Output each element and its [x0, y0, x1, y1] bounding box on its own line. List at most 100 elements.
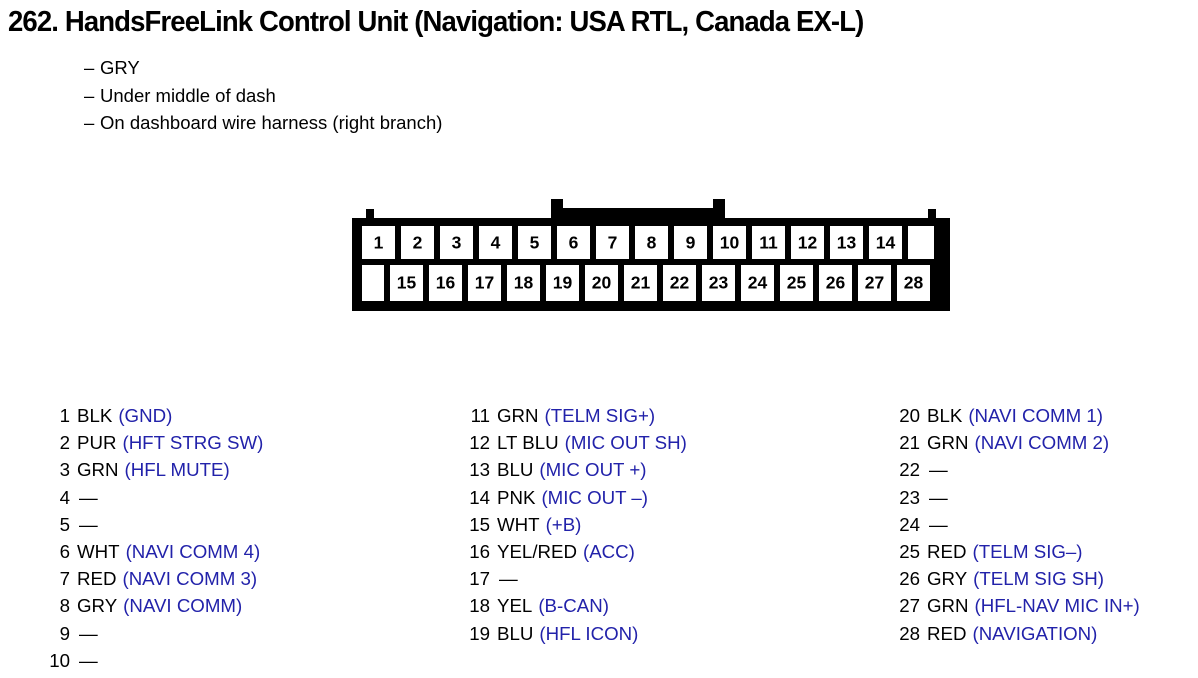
- pin-unused-marker: —: [79, 486, 98, 508]
- pin-label: 11: [759, 233, 778, 253]
- pin-number: 6: [59, 540, 70, 562]
- pin-wire-color: LT BLU: [497, 432, 559, 454]
- subtitle-list: –GRY –Under middle of dash –On dashboard…: [84, 54, 442, 137]
- pin-label: 25: [787, 273, 807, 293]
- pin-wire-color: PUR: [77, 432, 117, 454]
- pin-wire-color: GRN: [927, 595, 969, 617]
- pin-number: 17: [469, 568, 490, 590]
- pin-list-row: 4—: [44, 484, 263, 511]
- pin-label: 17: [475, 273, 494, 293]
- pin-signal-name: (B-CAN): [538, 595, 609, 617]
- pin-signal-name: (HFL-NAV MIC IN+): [974, 595, 1140, 617]
- subtitle-item: –On dashboard wire harness (right branch…: [84, 109, 442, 137]
- pin-label: 18: [514, 273, 534, 293]
- pin-number: 11: [470, 405, 490, 426]
- connector-top-row-labels: 1 2 3 4 5 6 7 8 9 10 11 12 13 14: [374, 233, 896, 253]
- connector-bottom-row-labels: 15 16 17 18 19 20 21 22 23 24 25 26 27 2…: [397, 273, 924, 293]
- pin-label: 24: [748, 273, 768, 293]
- pin-signal-name: (NAVI COMM 2): [974, 432, 1110, 454]
- pin-number: 4: [59, 486, 70, 508]
- connector-latch-tab: [551, 199, 725, 218]
- pin-unused-marker: —: [929, 513, 948, 535]
- pin-number: 14: [469, 486, 490, 508]
- bullet-dash: –: [84, 112, 95, 133]
- pin-label: 23: [709, 273, 729, 293]
- pin-list-row: 22—: [894, 456, 1140, 483]
- subtitle-item: –GRY: [84, 54, 442, 82]
- pin-signal-name: (MIC OUT +): [539, 459, 647, 481]
- pin-label: 7: [608, 233, 618, 253]
- pin-label: 13: [837, 233, 857, 253]
- pin-label: 15: [397, 273, 417, 293]
- pin-signal-name: (TELM SIG SH): [973, 568, 1104, 590]
- pin-signal-name: (MIC OUT SH): [564, 432, 687, 454]
- pin-unused-marker: —: [929, 459, 948, 481]
- pin-unused-marker: —: [929, 486, 948, 508]
- connector-pinout-diagram: 1 2 3 4 5 6 7 8 9 10 11 12 13 14 15 16 1…: [352, 199, 950, 311]
- pin-label: 16: [436, 273, 456, 293]
- pin-list-row: 10—: [44, 647, 263, 674]
- pin-label: 4: [491, 233, 501, 253]
- pin-number: 10: [49, 649, 70, 671]
- pin-label: 20: [592, 273, 612, 293]
- pin-list-row: 9—: [44, 620, 263, 647]
- pin-signal-name: (TELM SIG+): [544, 405, 656, 426]
- pin-signal-name: (NAVI COMM 4): [125, 540, 261, 562]
- pin-wire-color: PNK: [497, 486, 536, 508]
- pin-wire-color: YEL: [497, 595, 533, 617]
- pin-list-row: 11 GRN(TELM SIG+): [464, 402, 687, 429]
- pin-number: 25: [899, 540, 920, 562]
- pin-number: 27: [899, 595, 920, 617]
- pin-number: 3: [59, 459, 70, 481]
- pin-label: 27: [865, 273, 884, 293]
- pin-wire-color: BLU: [497, 622, 534, 644]
- bullet-dash: –: [84, 57, 95, 78]
- pin-number: 12: [469, 432, 490, 454]
- subtitle-text: GRY: [100, 57, 140, 78]
- pin-number: 1: [59, 405, 70, 426]
- pin-number: 23: [899, 486, 920, 508]
- pin-list-row: 3 GRN(HFL MUTE): [44, 456, 263, 483]
- pin-label: 2: [413, 233, 423, 253]
- pin-wire-color: GRN: [927, 432, 969, 454]
- pin-number: 20: [899, 405, 920, 426]
- pin-wire-color: BLK: [77, 405, 113, 426]
- pin-wire-color: GRN: [77, 459, 119, 481]
- pin-signal-name: (HFL MUTE): [124, 459, 230, 481]
- pin-list-row: 17 —: [464, 565, 687, 592]
- pin-wire-color: RED: [927, 622, 967, 644]
- pin-number: 24: [899, 513, 920, 535]
- pin-label: 21: [631, 273, 651, 293]
- pin-number: 26: [899, 568, 920, 590]
- pin-number: 8: [59, 595, 70, 617]
- pin-wire-color: GRN: [497, 405, 539, 426]
- pin-wire-color: RED: [77, 568, 117, 590]
- pin-wire-color: BLU: [497, 459, 534, 481]
- pin-label: 19: [553, 273, 573, 293]
- pin-unused-marker: —: [499, 568, 518, 590]
- pin-wire-color: RED: [927, 540, 967, 562]
- pin-label: 26: [826, 273, 846, 293]
- pin-number: 5: [59, 513, 70, 535]
- pin-signal-name: (NAVIGATION): [972, 622, 1098, 644]
- pin-list-row: 12 LT BLU(MIC OUT SH): [464, 429, 687, 456]
- pin-list-row: 23 —: [894, 484, 1140, 511]
- pin-label: 5: [530, 233, 540, 253]
- pin-label: 9: [686, 233, 696, 253]
- pin-signal-name: (HFL ICON): [539, 622, 639, 644]
- pin-list-row: 5—: [44, 511, 263, 538]
